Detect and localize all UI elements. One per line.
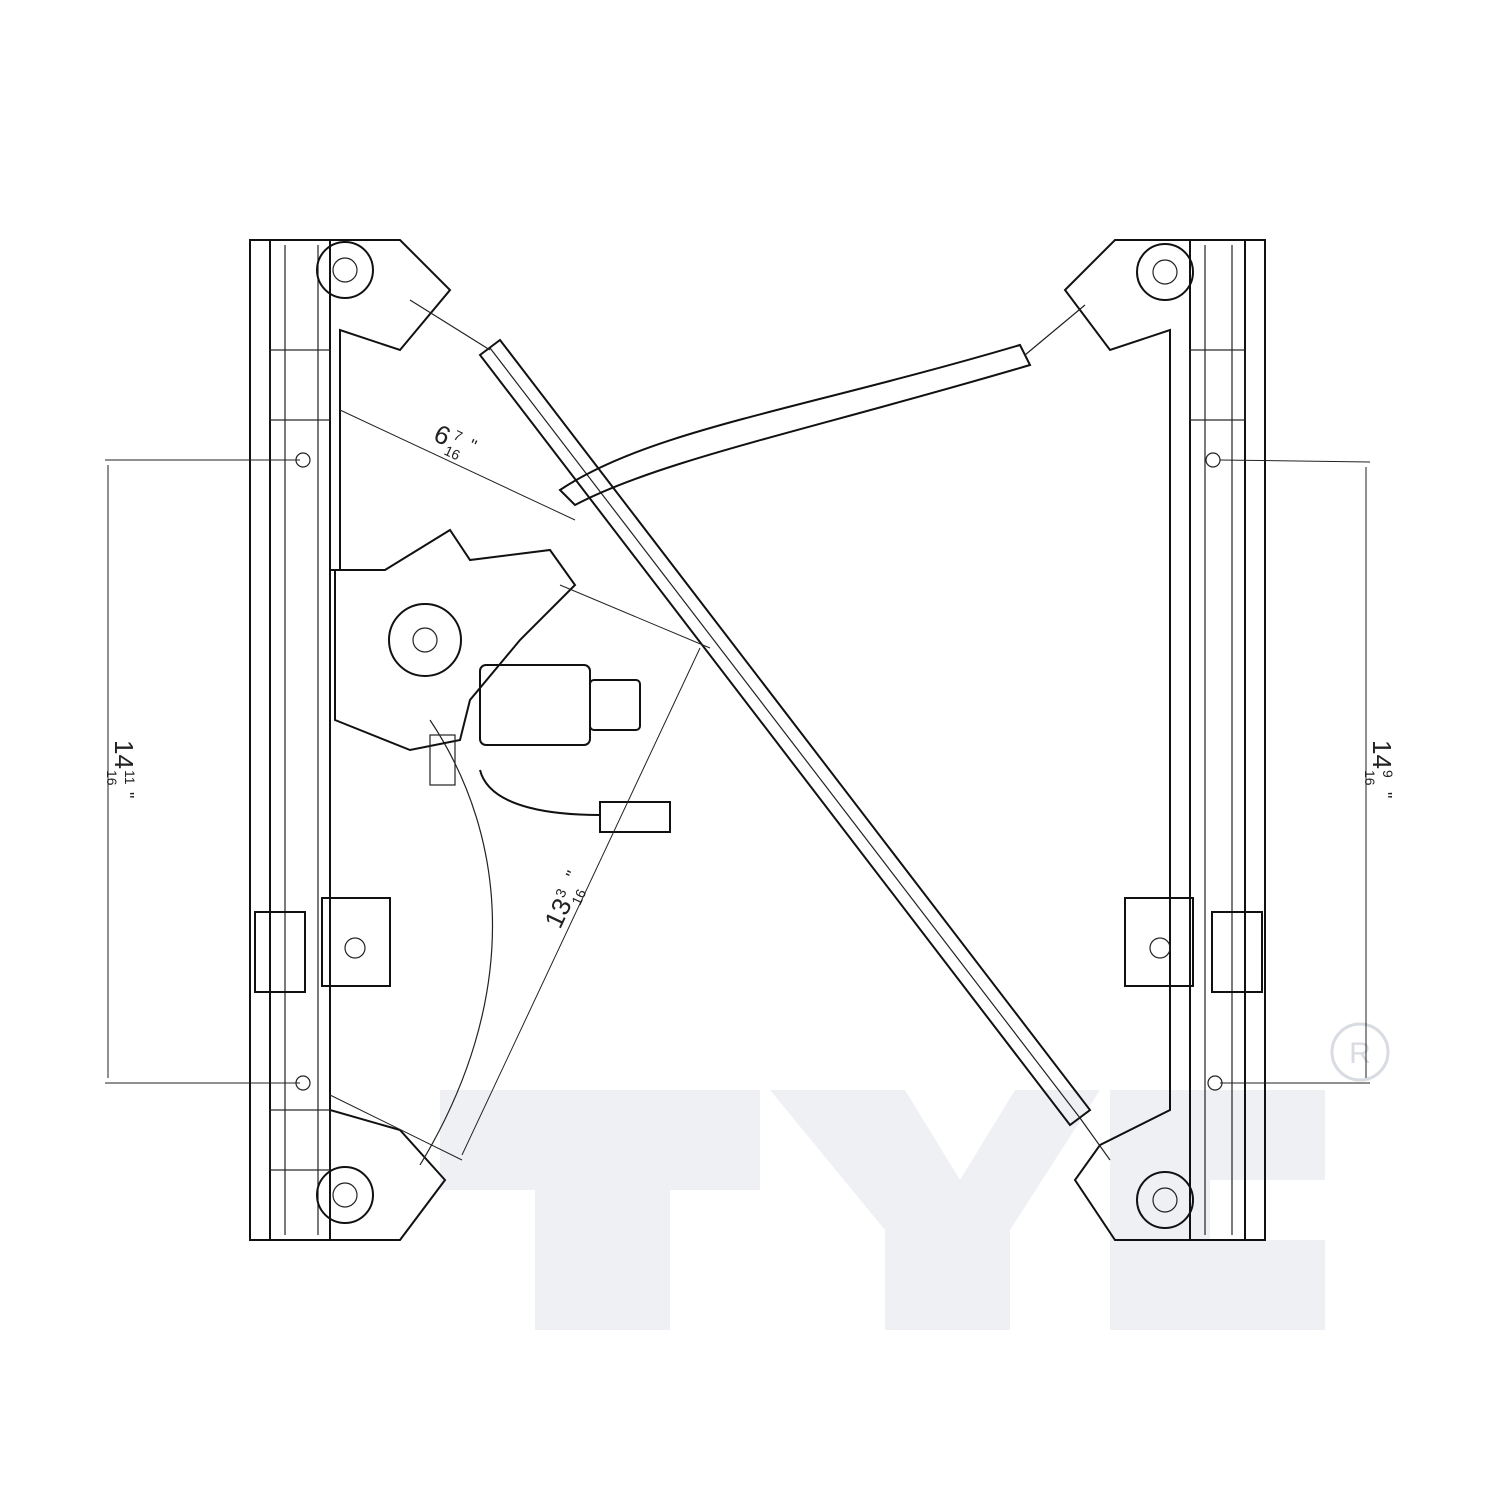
dim-denominator: 16: [104, 770, 120, 786]
dim-numerator: 11: [122, 770, 138, 785]
dim-whole: 14: [109, 740, 139, 769]
dim-numerator: 7: [451, 427, 465, 445]
dimension-lower-diagonal: 13 3 16 ": [538, 868, 589, 933]
dimension-lines: [105, 409, 1371, 1161]
dim-numerator: 9: [1380, 770, 1396, 778]
left-rail: [249, 239, 452, 1241]
dim-denominator: 16: [1362, 770, 1378, 786]
dim-unit: ": [1375, 792, 1395, 798]
dimension-right-vertical: 14 9 16 ": [1362, 740, 1397, 798]
dim-unit: ": [562, 868, 583, 882]
tyc-watermark: R: [440, 1022, 1390, 1330]
dim-whole: 14: [1367, 740, 1397, 769]
dim-denominator: 16: [568, 886, 589, 907]
dimension-left-vertical: 14 11 16 ": [104, 740, 139, 798]
dim-unit: ": [465, 435, 479, 456]
right-rail: [1063, 239, 1266, 1241]
dimension-top-diagonal: 6 7 16 ": [429, 418, 479, 463]
dim-unit: ": [117, 792, 137, 798]
registered-mark: R: [1349, 1037, 1371, 1070]
motor-assembly: [334, 528, 671, 833]
cables: [409, 299, 1111, 1166]
dim-denominator: 16: [442, 442, 463, 463]
